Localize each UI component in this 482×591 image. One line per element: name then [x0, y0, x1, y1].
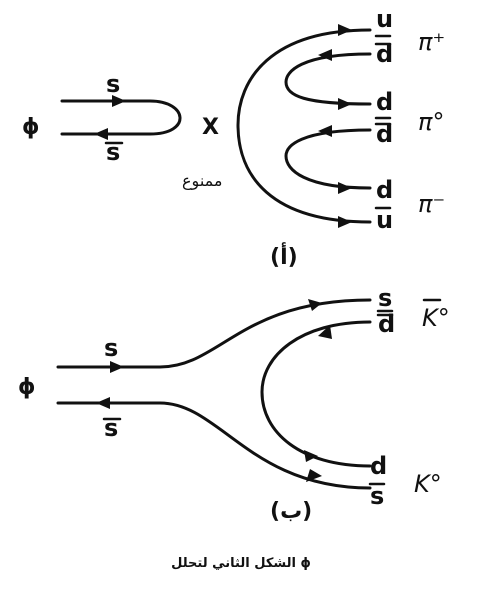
s-line-b [56, 298, 372, 369]
sbar-line-b [56, 401, 372, 490]
diagram-a: ϕ s s X ممنوع u d d d d u π⁺ [22, 5, 445, 270]
dbar-d-line-lower [284, 128, 372, 190]
sbar-arrow-a [94, 128, 108, 140]
quark-dbar-2: d [376, 120, 393, 148]
u-arrow [338, 24, 352, 36]
d-dbar-line-b [260, 320, 372, 468]
forbidden-label: ممنوع [182, 171, 222, 191]
d-arrow-b [304, 450, 318, 462]
u-ubar-line [236, 28, 372, 224]
panel-label-a: (أ) [270, 241, 298, 270]
sbar-arrow-b-out [306, 469, 322, 482]
s-arrow-a [112, 95, 126, 107]
sbar-arrow-b [96, 397, 110, 409]
s-in-label-b: s [104, 334, 118, 362]
quark-d-2: d [376, 176, 393, 204]
meson-pi-minus: π⁻ [418, 190, 445, 218]
sbar-in-label-a: s [106, 138, 120, 166]
d-arrow-lower [338, 182, 352, 194]
s-sbar-loop-a [60, 99, 182, 136]
quark-u: u [376, 5, 393, 33]
dbar-d-line-upper [284, 52, 372, 106]
quark-ubar: u [376, 206, 393, 234]
quark-dbar-1: d [376, 40, 393, 68]
s-in-label-a: s [106, 70, 120, 98]
dbar-arrow-lower [318, 125, 332, 137]
d-arrow-upper [338, 98, 352, 110]
ubar-arrow [338, 216, 352, 228]
quark-d-b: d [370, 452, 387, 480]
s-arrow-b-out [308, 299, 322, 311]
meson-kbar-zero: K° [422, 304, 450, 332]
phi-label-b: ϕ [18, 375, 36, 400]
panel-label-b: (ب) [270, 499, 312, 524]
figure-caption: الشكل الثاني لتحلل ϕ [171, 556, 311, 571]
meson-pi-plus: π⁺ [418, 28, 445, 56]
dbar-arrow-upper [318, 49, 332, 61]
quark-d-1: d [376, 88, 393, 116]
quark-sbar-b: s [370, 482, 384, 510]
phi-label-a: ϕ [22, 115, 40, 140]
s-arrow-b [110, 361, 124, 373]
dbar-arrow-b [318, 325, 332, 339]
forbidden-cross: X [202, 115, 219, 140]
quark-s-b: s [378, 284, 392, 312]
meson-pi-zero: π° [418, 108, 444, 136]
quark-dbar-b: d [378, 310, 395, 338]
diagram-b: ϕ s s s d d s K° K° (ب) [18, 284, 450, 524]
meson-k-zero: K° [414, 470, 442, 498]
sbar-in-label-b: s [104, 414, 118, 442]
